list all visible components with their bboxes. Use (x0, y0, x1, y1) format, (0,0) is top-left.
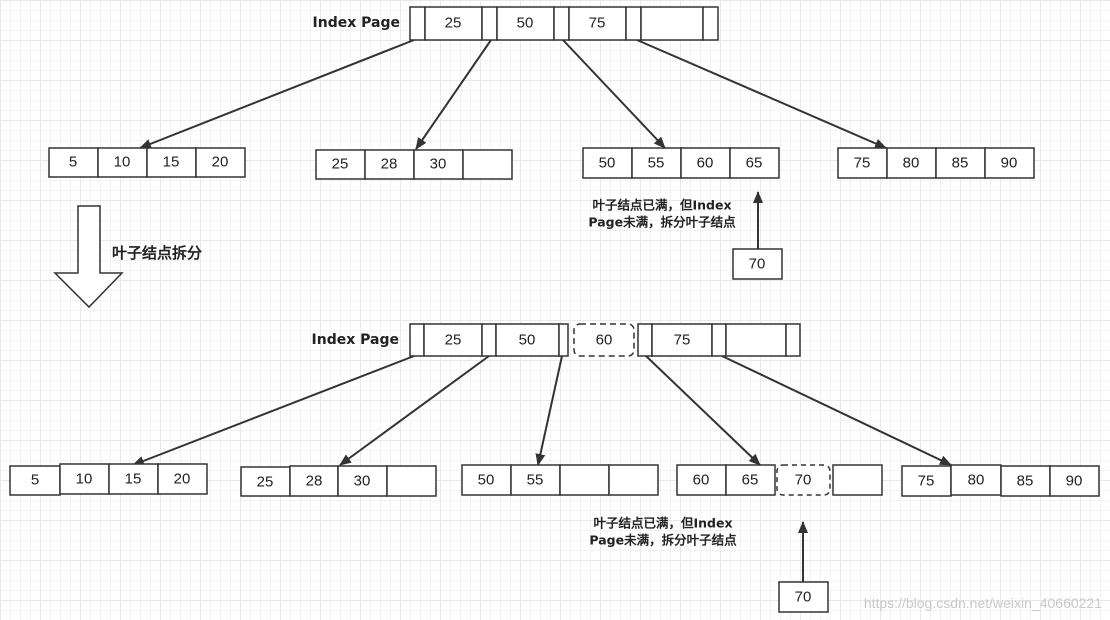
leaf-key: 85 (952, 155, 969, 172)
leaf-key: 85 (1017, 473, 1034, 490)
leaf-key: 25 (257, 474, 274, 491)
top-connectors (139, 39, 887, 250)
bottom-connectors (132, 355, 952, 582)
leaf-key: 5 (31, 472, 39, 489)
bottom-note-line-2: Page未满，拆分叶子结点 (589, 533, 737, 548)
top-leaf-1: 5 10 15 20 (48, 147, 246, 178)
insert-key: 70 (795, 589, 812, 606)
bottom-leaf-4: 60 65 70 (676, 464, 883, 496)
index-key: 25 (445, 15, 462, 32)
leaf-key: 90 (1066, 473, 1083, 490)
leaf-key: 25 (332, 156, 349, 173)
top-leaf-3: 50 55 60 65 (582, 147, 780, 179)
leaf-key: 5 (69, 154, 77, 171)
top-note-line-2: Page未满，拆分叶子结点 (588, 215, 736, 230)
leaf-key: 65 (742, 472, 759, 489)
top-leaf-2: 25 28 30 (315, 149, 513, 180)
leaf-key: 10 (114, 154, 131, 171)
bottom-arrow-1 (132, 355, 415, 466)
index-new-key: 60 (596, 332, 613, 349)
bottom-leaf-5: 75 80 85 90 (901, 464, 1100, 497)
bottom-insert-key-box: 70 (778, 581, 829, 613)
bottom-note-line-1: 叶子结点已满，但Index (593, 516, 732, 531)
index-key: 50 (517, 15, 534, 32)
leaf-key: 75 (854, 155, 871, 172)
leaf-key: 28 (381, 156, 398, 173)
bottom-leaf-3: 50 55 (461, 464, 659, 496)
top-insert-key-box: 70 (732, 248, 783, 280)
leaf-key: 20 (212, 154, 229, 171)
leaf-key: 90 (1001, 155, 1018, 172)
leaf-key: 15 (125, 471, 142, 488)
top-arrow-2 (415, 39, 492, 150)
leaf-key: 30 (430, 156, 447, 173)
bottom-leaf-new-key-box (776, 464, 831, 496)
top-arrow-3 (562, 39, 666, 149)
bottom-arrow-3 (535, 355, 563, 466)
bottom-arrow-4 (645, 355, 761, 466)
bottom-index-keys: 25 50 60 75 (445, 332, 691, 349)
leaf-key: 60 (693, 472, 710, 489)
top-note-line-1: 叶子结点已满，但Index (592, 198, 731, 213)
bottom-index-page-left (409, 323, 569, 357)
bottom-index-new-key-box (573, 323, 635, 357)
top-index-keys: 25 50 75 (445, 15, 606, 32)
leaf-key: 80 (903, 155, 920, 172)
bottom-index-label: Index Page (312, 332, 399, 348)
leaf-key: 10 (76, 471, 93, 488)
split-label: 叶子结点拆分 (112, 244, 202, 262)
leaf-new-key: 70 (795, 472, 812, 489)
insert-key: 70 (749, 256, 766, 273)
top-index-page (409, 6, 719, 41)
leaf-key: 55 (648, 155, 665, 172)
leaf-key: 55 (527, 472, 544, 489)
split-down-arrow (53, 205, 124, 309)
index-key: 75 (589, 15, 606, 32)
bottom-leaf-2: 25 28 30 (240, 465, 437, 497)
top-leaf-4: 75 80 85 90 (837, 147, 1035, 179)
bottom-index-page-right (637, 323, 801, 357)
top-index-label: Index Page (313, 15, 400, 31)
bottom-arrow-2 (339, 355, 490, 466)
leaf-key: 30 (354, 473, 371, 490)
leaf-key: 65 (746, 155, 763, 172)
index-key: 75 (674, 332, 691, 349)
watermark: https://blog.csdn.net/weixin_40660221 (864, 595, 1102, 611)
bottom-leaf-1: 5 10 15 20 (9, 463, 208, 496)
leaf-key: 80 (968, 472, 985, 489)
bottom-arrow-5 (721, 355, 952, 466)
leaf-key: 75 (918, 473, 935, 490)
leaf-key: 50 (599, 155, 616, 172)
index-key: 50 (519, 332, 536, 349)
index-key: 25 (445, 332, 462, 349)
leaf-key: 20 (174, 471, 191, 488)
leaf-key: 60 (697, 155, 714, 172)
leaf-key: 50 (478, 472, 495, 489)
leaf-key: 28 (306, 473, 323, 490)
leaf-key: 15 (163, 154, 180, 171)
top-arrow-1 (139, 39, 415, 149)
top-arrow-4 (636, 39, 887, 149)
